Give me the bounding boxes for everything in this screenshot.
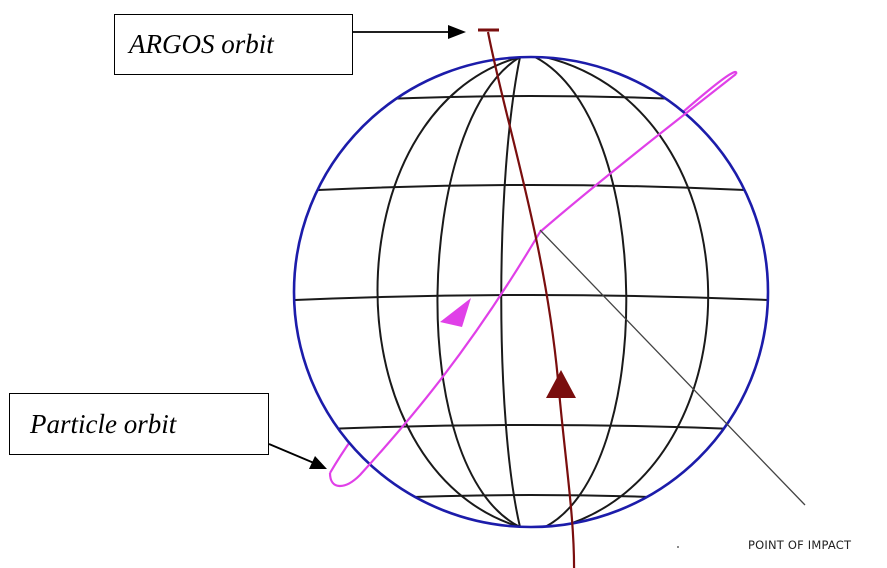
latitude-line <box>299 424 761 431</box>
latitude-line <box>294 294 768 301</box>
particle-orbit-arrow <box>440 298 471 327</box>
particle-label-arrowhead <box>309 456 327 469</box>
globe-outline <box>292 55 770 529</box>
latitude-line <box>359 95 701 101</box>
argos-label-arrowhead <box>448 25 466 39</box>
argos-orbit-label: ARGOS orbit <box>129 29 274 59</box>
point-of-impact-label: POINT OF IMPACT <box>748 538 852 552</box>
particle-orbit-label: Particle orbit <box>30 408 177 439</box>
longitude-line <box>500 57 521 527</box>
longitude-line <box>534 57 628 527</box>
globe <box>294 57 768 527</box>
longitude-line <box>376 57 521 527</box>
impact-leader-line <box>539 229 806 506</box>
particle-label-arrow-line <box>268 443 315 464</box>
speck <box>677 546 679 548</box>
argos-orbit <box>486 31 576 568</box>
argos-orbit-label-box: ARGOS orbit <box>114 14 353 75</box>
longitude-line <box>544 57 710 527</box>
argos-orbit-arrow <box>546 370 576 398</box>
longitude-line <box>436 57 521 527</box>
particle-orbit-label-box: Particle orbit <box>9 393 269 455</box>
particle-orbit-front <box>328 73 737 488</box>
